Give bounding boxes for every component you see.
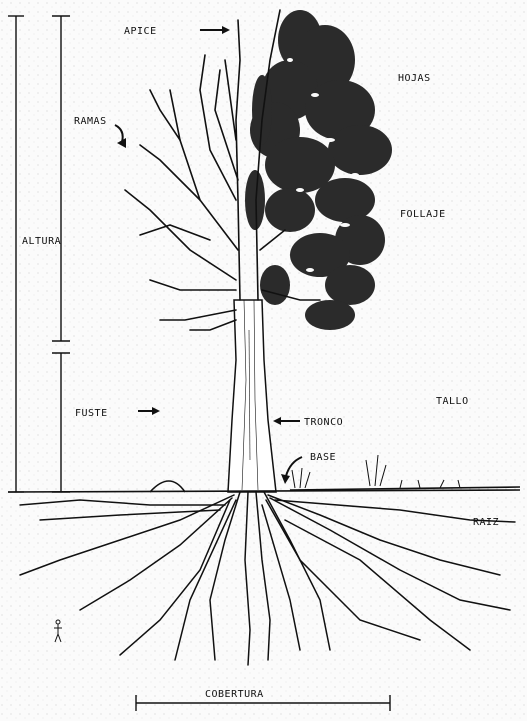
label-ramas: RAMAS xyxy=(74,116,107,127)
label-base: BASE xyxy=(310,452,336,463)
label-follaje: FOLLAJE xyxy=(400,209,446,220)
label-fuste: FUSTE xyxy=(75,408,108,419)
label-altura: ALTURA xyxy=(22,236,61,247)
label-cobertura: COBERTURA xyxy=(205,689,264,700)
label-tronco: TRONCO xyxy=(304,417,343,428)
label-tallo: TALLO xyxy=(436,396,469,407)
label-apice: APICE xyxy=(124,26,157,37)
label-hojas: HOJAS xyxy=(398,73,431,84)
label-raiz: RAIZ xyxy=(473,517,499,528)
